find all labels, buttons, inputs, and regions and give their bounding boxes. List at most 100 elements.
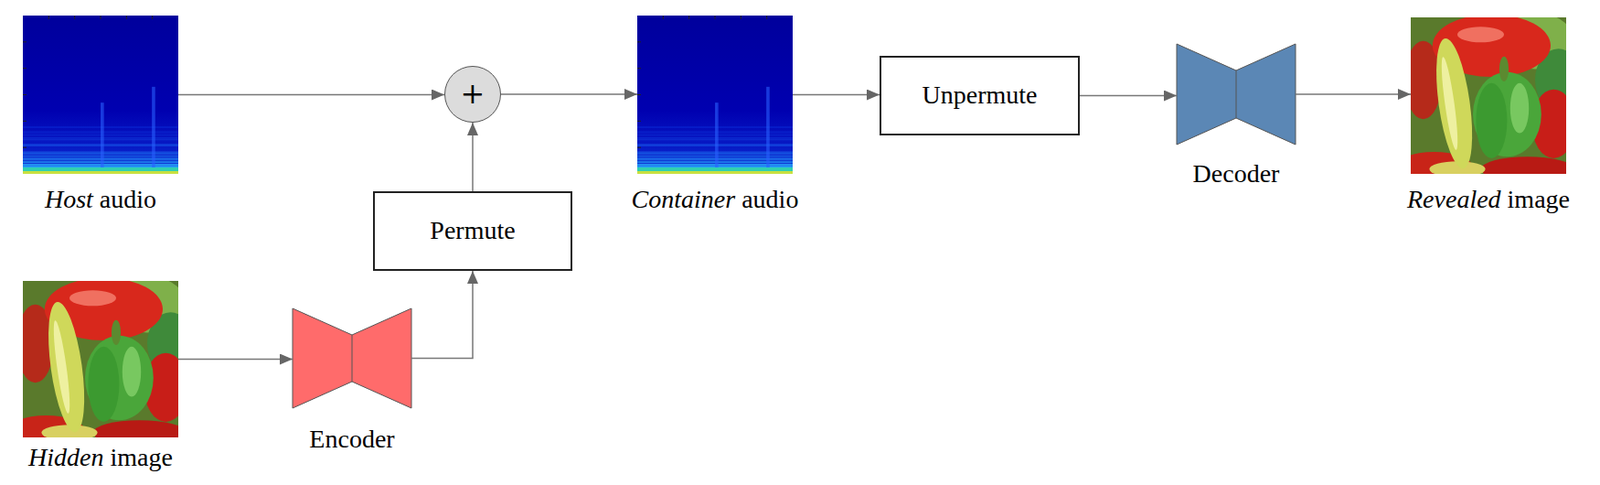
- process-box: Permute: [373, 191, 573, 271]
- spectrogram-ground: [22, 15, 179, 174]
- axis-tick: [22, 147, 27, 149]
- axis-tick: [740, 15, 742, 20]
- node-caption: Hidden image: [28, 442, 173, 472]
- spectrogram: [637, 15, 793, 174]
- pepper-shape: [1475, 83, 1507, 159]
- axis-tick: [766, 15, 768, 20]
- connector-group: [178, 358, 293, 360]
- decoder-divider: [1236, 70, 1238, 118]
- flow-arrow: [1079, 95, 1177, 97]
- flow-arrow: [501, 93, 638, 96]
- connector-group: [178, 94, 445, 96]
- axis-tick: [637, 67, 641, 69]
- node-caption: Revealed image: [1407, 184, 1570, 214]
- pepper-shape: [111, 320, 121, 345]
- axis-tick: [662, 15, 664, 20]
- encoder-divider: [352, 334, 353, 382]
- connector-group: [1079, 95, 1177, 96]
- pepper-shape: [122, 346, 141, 397]
- pepper-shape: [50, 320, 73, 415]
- flow-arrow: [471, 122, 474, 192]
- node-label: Unpermute: [922, 80, 1038, 110]
- axis-tick: [637, 147, 641, 149]
- connector-group: [411, 270, 473, 359]
- connector-group: [501, 94, 638, 96]
- axis-tick: [48, 15, 50, 20]
- axis-tick: [100, 15, 102, 20]
- spectrogram-band: [22, 167, 179, 171]
- encoder-bowtie: [292, 308, 412, 408]
- pepper-shape: [1457, 26, 1504, 43]
- pepper-shape: [1429, 36, 1480, 171]
- decoder-shape: [1176, 43, 1296, 145]
- encoder-shape: [292, 308, 412, 408]
- pepper-shape: [1510, 83, 1529, 134]
- caption-rest: image: [1501, 184, 1570, 214]
- spectrogram: [22, 15, 179, 174]
- axis-tick: [74, 15, 75, 20]
- node-caption: Container audio: [631, 184, 800, 214]
- flow-arrow: [792, 94, 880, 96]
- audio-spectrogram: Host audio: [22, 15, 179, 174]
- axis-tick: [22, 120, 27, 122]
- pepper-shape: [1481, 156, 1568, 174]
- connector-group: [792, 94, 880, 96]
- axis-tick: [688, 15, 690, 20]
- axis-tick: [714, 15, 716, 20]
- axis-tick: [637, 120, 641, 122]
- axis-tick: [637, 94, 641, 96]
- pepper-shape: [42, 299, 92, 435]
- pepper-shape: [1499, 56, 1509, 82]
- flow-arrow: [178, 358, 293, 361]
- spectrogram-band: [637, 170, 793, 174]
- connector-group: [472, 122, 474, 192]
- sum-junction: +: [444, 65, 502, 123]
- pepper-shape: [1438, 56, 1461, 151]
- peppers-clip: [1410, 17, 1567, 174]
- connector-group: [1295, 94, 1411, 96]
- caption-rest: image: [104, 442, 173, 471]
- caption-rest: audio: [93, 184, 157, 214]
- peppers-art: [22, 280, 179, 438]
- spectrogram-band: [22, 170, 179, 174]
- spectrogram-streak: [716, 102, 719, 174]
- axis-tick: [22, 94, 27, 96]
- axis-tick: [126, 15, 128, 20]
- decoder-network: Decoder: [1176, 43, 1296, 145]
- caption-emphasis: Hidden: [28, 442, 104, 471]
- node-label: +: [460, 78, 486, 108]
- caption-emphasis: Host: [44, 184, 94, 214]
- encoder-network: Encoder: [292, 308, 412, 408]
- axis-tick: [151, 15, 153, 20]
- spectrogram-streak: [153, 86, 156, 174]
- node-caption: Encoder: [309, 424, 395, 454]
- image-node: Revealed image: [1410, 17, 1567, 174]
- flow-arrow: [1295, 93, 1411, 96]
- spectrogram-streak: [102, 102, 105, 174]
- flow-arrow: [178, 94, 445, 96]
- node-label: Permute: [429, 215, 515, 246]
- caption-rest: audio: [735, 184, 799, 214]
- process-box: Unpermute: [879, 55, 1080, 136]
- node-caption: Decoder: [1193, 159, 1280, 189]
- axis-tick: [637, 41, 641, 43]
- spectrogram-ground: [637, 15, 793, 174]
- spectrogram-streak: [768, 86, 770, 174]
- node-caption: Host audio: [44, 184, 157, 214]
- peppers-art: [1410, 17, 1567, 174]
- audio-spectrogram: Container audio: [637, 15, 793, 174]
- pepper-shape: [87, 346, 119, 422]
- caption-emphasis: Revealed: [1407, 184, 1502, 214]
- pepper-shape: [69, 289, 117, 306]
- peppers-image: [1395, 12, 1582, 183]
- image-node: Hidden image: [22, 280, 179, 438]
- axis-tick: [22, 41, 27, 43]
- pepper-shape: [93, 419, 180, 438]
- flow-arrow: [411, 270, 473, 359]
- caption-emphasis: Container: [631, 184, 736, 214]
- axis-tick: [22, 67, 27, 69]
